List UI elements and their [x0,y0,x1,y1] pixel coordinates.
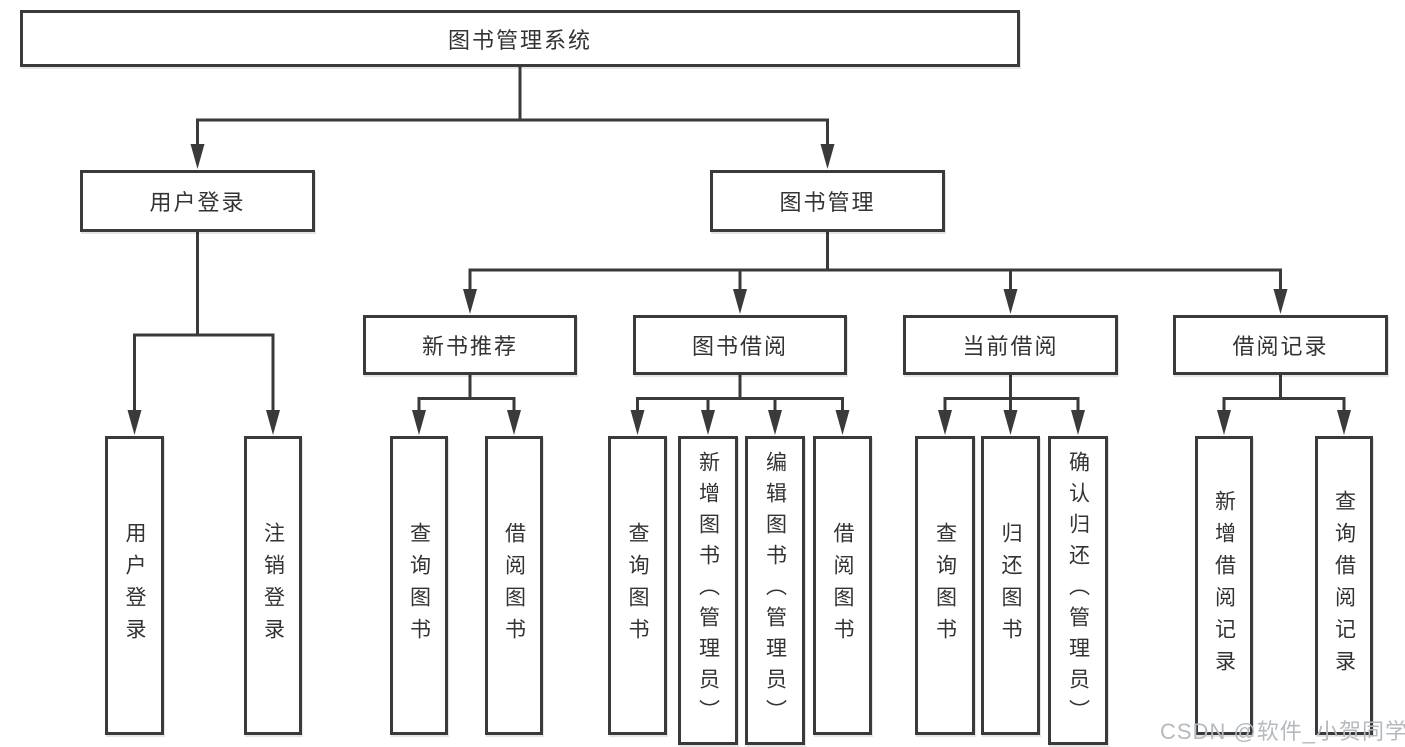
arrow-down-icon [630,410,645,435]
arrow-down-icon [733,289,747,314]
node-new-book-recommend: 新书推荐 [363,315,577,375]
arrow-down-icon [701,410,715,435]
leaf-add-borrow-record: 新增借阅记录 [1195,436,1253,735]
node-user-login: 用户登录 [80,170,315,232]
arrow-down-icon [1337,410,1351,435]
arrow-down-icon [1217,410,1231,435]
leaf-edit-books-admin: 编辑图书（管理员） [745,436,805,745]
arrow-down-icon [835,410,850,435]
arrow-down-icon [507,410,521,435]
node-borrow-records: 借阅记录 [1173,315,1388,375]
leaf-add-books-admin: 新增图书（管理员） [678,436,738,745]
leaf-current-query-books: 查询图书 [915,436,975,735]
arrow-down-icon [412,410,426,435]
leaf-newbook-borrow-books: 借阅图书 [485,436,543,735]
leaf-borrow-query-books: 查询图书 [608,436,667,735]
arrow-down-icon [1273,289,1288,314]
arrow-down-icon [1003,410,1018,435]
arrow-down-icon [463,289,477,314]
leaf-borrow-borrow-books: 借阅图书 [813,436,872,735]
arrow-down-icon [127,410,142,435]
arrow-down-icon [768,410,782,435]
arrowhead-icons [127,144,1351,435]
csdn-watermark: CSDN @软件_小贺同学 [1160,719,1405,744]
arrow-down-icon [266,410,280,435]
node-root-system: 图书管理系统 [20,10,1020,67]
leaf-query-borrow-record: 查询借阅记录 [1315,436,1373,735]
node-book-borrow: 图书借阅 [633,315,847,375]
leaf-user-login: 用户登录 [105,436,164,735]
arrow-down-icon [1071,410,1085,435]
leaf-logout: 注销登录 [244,436,302,735]
leaf-return-books: 归还图书 [981,436,1040,735]
arrow-down-icon [938,410,952,435]
arrow-down-icon [190,144,205,169]
arrow-down-icon [1003,289,1018,314]
node-book-management: 图书管理 [710,170,945,232]
node-current-borrow: 当前借阅 [903,315,1118,375]
arrow-down-icon [820,144,835,169]
leaf-confirm-return-admin: 确认归还（管理员） [1048,436,1108,745]
leaf-newbook-query-books: 查询图书 [390,436,448,735]
